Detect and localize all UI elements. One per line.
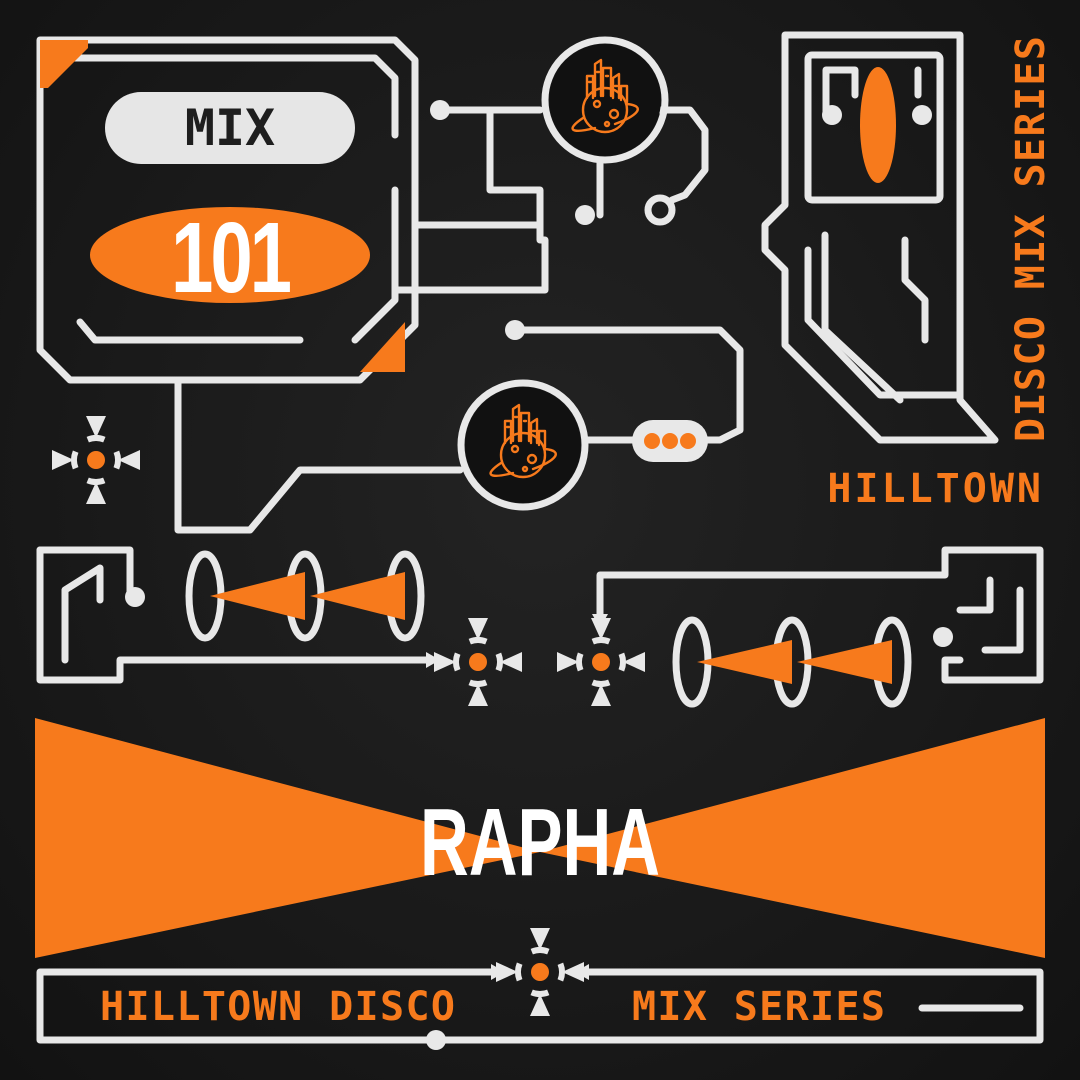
crosshair-icon: [557, 618, 645, 706]
lower-planet-ring: [457, 379, 589, 511]
top-planet-ring: [541, 36, 669, 164]
device-capsule: [860, 67, 896, 183]
mix-label: MIX: [185, 99, 275, 157]
right-device-frame: [761, 31, 999, 444]
side-series-text: DISCO MIX SERIES: [1008, 32, 1054, 442]
crosshair-icon: [52, 416, 140, 504]
mix-number: 101: [171, 202, 290, 314]
crosshair-icon: [434, 618, 522, 706]
mix-pill: [105, 92, 355, 164]
number-ellipse: [90, 207, 370, 303]
bowtie-band: [35, 718, 1045, 958]
footer-left-text: HILLTOWN DISCO: [100, 984, 458, 1030]
dots-icon: [644, 433, 696, 449]
corner-accent-top-left: [40, 40, 88, 88]
footer-right-text: MIX SERIES: [632, 984, 888, 1030]
crosshair-icon: [496, 928, 584, 1016]
artist-name: RAPHA: [420, 789, 660, 896]
corner-accent-bottom-right: [360, 322, 405, 372]
side-brand-text: HILLTOWN: [827, 466, 1044, 512]
